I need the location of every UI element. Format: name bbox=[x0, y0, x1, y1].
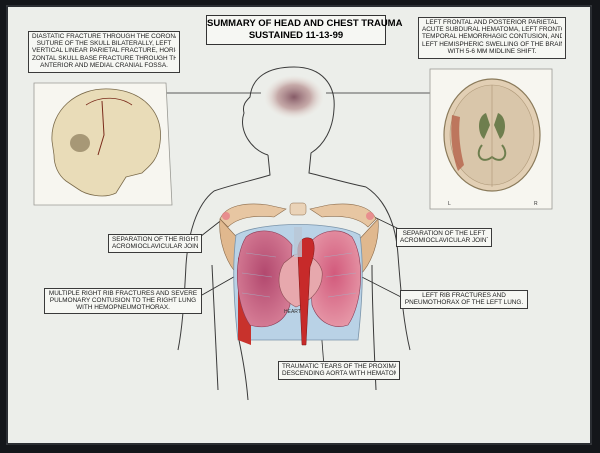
right-rib-fracture-label: MULTIPLE RIGHT RIB FRACTURES AND SEVERE … bbox=[44, 288, 202, 314]
left-lung bbox=[307, 230, 361, 327]
brain-scan-panel: L R bbox=[429, 68, 553, 210]
title-line-2: SUSTAINED 11-13-99 bbox=[248, 30, 344, 41]
page-title: SUMMARY OF HEAD AND CHEST TRAUMA SUSTAIN… bbox=[206, 15, 403, 45]
skull-fracture-label: DIASTATIC FRACTURE THROUGH THE CORONAL S… bbox=[28, 31, 180, 73]
heart-label: HEART bbox=[284, 309, 301, 315]
head-hematoma-shading bbox=[264, 75, 324, 119]
title-line-1: SUMMARY OF HEAD AND CHEST TRAUMA bbox=[207, 18, 403, 29]
anatomy-illustration: HEART L R bbox=[33, 66, 553, 401]
brain-injury-label: LEFT FRONTAL AND POSTERIOR PARIETAL ACUT… bbox=[418, 17, 566, 59]
thorax: HEART bbox=[233, 224, 363, 346]
skull-fracture-line bbox=[97, 100, 105, 156]
skull-illustration bbox=[51, 88, 161, 197]
skull-panel bbox=[33, 82, 173, 206]
right-lung bbox=[237, 230, 293, 328]
subdural-hematoma bbox=[451, 115, 464, 171]
trauma-summary-board: HEART L R SUMMARY OF HEAD AND CHEST TRAU… bbox=[6, 5, 592, 445]
brain-right-marker: R bbox=[534, 201, 538, 207]
left-rib-fracture-label: LEFT RIB FRACTURES AND PNEUMOTHORAX OF T… bbox=[400, 290, 528, 309]
left-ac-joint-label: SEPARATION OF THE LEFT ACROMIOCLAVICULAR… bbox=[396, 228, 492, 247]
right-ac-joint-label: SEPARATION OF THE RIGHT ACROMIOCLAVICULA… bbox=[108, 234, 202, 253]
brain-left-marker: L bbox=[448, 201, 451, 207]
aorta-tear-label: TRAUMATIC TEARS OF THE PROXIMAL DESCENDI… bbox=[278, 361, 400, 380]
